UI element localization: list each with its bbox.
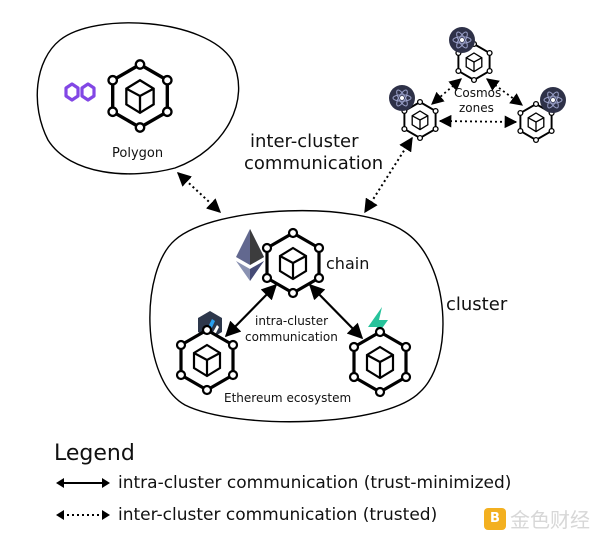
cosmos-atom-icon: [448, 26, 476, 54]
dotted-double-arrow-icon: [56, 510, 110, 520]
legend-item-inter-label: inter-cluster communication (trusted): [118, 505, 438, 525]
watermark-text: 金色财经: [510, 508, 590, 532]
ethereum-ecosystem-label: Ethereum ecosystem: [224, 391, 352, 405]
inter-cluster-label-line1: inter-cluster: [250, 131, 359, 152]
inter-cluster-arrow-polygon: [176, 172, 222, 213]
watermark: B 金色财经: [484, 504, 590, 533]
chain-label: chain: [326, 254, 370, 273]
inter-cluster-arrow-cosmos: [364, 136, 413, 214]
legend-item-intra-label: intra-cluster communication (trust-minim…: [118, 473, 512, 493]
intra-cluster-label-line2: communication: [245, 330, 338, 344]
legend-title: Legend: [54, 441, 135, 466]
legend-item-intra: intra-cluster communication (trust-minim…: [54, 473, 511, 493]
jinse-logo-icon: B: [484, 507, 506, 530]
polygon-chain-icon: [106, 58, 174, 134]
cosmos-arrow-top-left: [431, 78, 462, 105]
arbitrum-chain-icon: [175, 324, 239, 396]
cosmos-label-line2: zones: [459, 101, 494, 115]
ethereum-chain-icon: [261, 227, 325, 299]
cosmos-arrow-top-right: [485, 78, 524, 106]
ethereum-cluster-outline: [149, 209, 444, 423]
cosmos-atom-icon: [539, 86, 567, 114]
polygon-label: Polygon: [112, 146, 164, 161]
inter-cluster-label-line2: communication: [244, 153, 384, 174]
cluster-label: cluster: [446, 294, 508, 315]
intra-cluster-arrow-right: [308, 283, 364, 340]
cosmos-atom-icon: [388, 84, 416, 112]
ethereum-logo-icon: [236, 229, 264, 281]
zksync-chain-icon: [348, 326, 412, 398]
polygon-cluster-outline: [36, 22, 240, 175]
intra-cluster-label-line1: intra-cluster: [255, 314, 329, 328]
solid-double-arrow-icon: [56, 478, 110, 488]
legend-item-inter: inter-cluster communication (trusted): [54, 505, 437, 525]
cosmos-label-line1: Cosmos: [454, 86, 502, 100]
cosmos-arrow-bottom: [438, 114, 518, 129]
intra-cluster-arrow-left: [224, 283, 278, 338]
zksync-logo-icon: [368, 307, 388, 341]
polygon-logo-icon: [64, 82, 96, 102]
